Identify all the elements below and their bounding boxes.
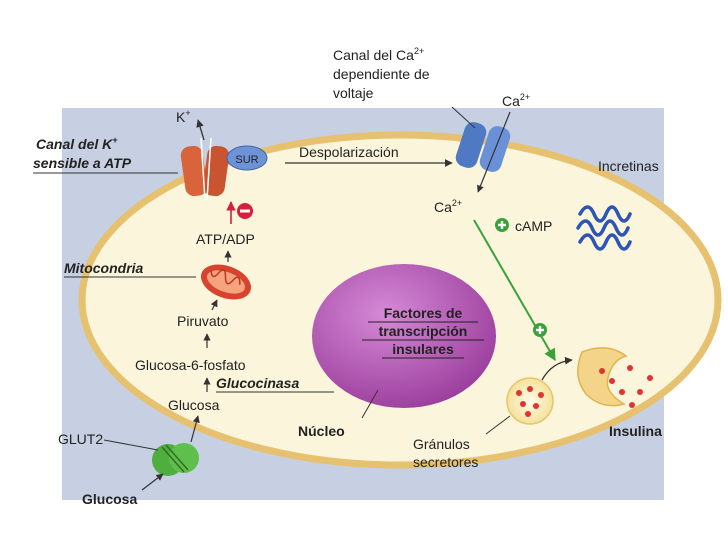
- pyruvate-arrow: [210, 299, 218, 311]
- incretin-receptor: [576, 205, 632, 251]
- sur-subunit: [226, 145, 268, 171]
- granule-insulin-dots: [516, 386, 544, 417]
- sur-label: SUR: [235, 154, 258, 166]
- tf-label-3: insulares: [392, 341, 454, 357]
- granules-label-2: secretores: [413, 454, 478, 470]
- k-channel-label-1: Canal del K+: [36, 135, 118, 152]
- tf-label-1: Factores de: [384, 305, 463, 321]
- ca-outside-label: Ca2+: [502, 92, 530, 109]
- glucose-out-label: Glucosa: [82, 491, 137, 507]
- granules-leader: [485, 415, 511, 435]
- mitochondria-label: Mitocondria: [64, 260, 144, 276]
- ca-channel-label-2: dependiente de: [333, 66, 430, 82]
- nucleus-label: Núcleo: [298, 423, 345, 439]
- mitochondria: [200, 264, 252, 300]
- insulin-label: Insulina: [609, 423, 662, 439]
- glut2-to-glucose-arrow: [190, 415, 200, 443]
- glucose-uptake-arrow: [141, 473, 164, 491]
- ca-channel-leader: [451, 106, 476, 129]
- granules-label-1: Gránulos: [413, 436, 470, 452]
- tf-label-2: transcripción: [379, 323, 468, 339]
- g6p-label: Glucosa-6-fosfato: [135, 357, 246, 373]
- k-channel-label-2: sensible a ATP: [33, 155, 132, 171]
- incretins-label: Incretinas: [598, 158, 659, 174]
- glut2-leader: [103, 439, 159, 451]
- camp-plus-v: [500, 221, 504, 229]
- glut2-transporter: [152, 443, 199, 476]
- exocytosis-pocket: [577, 347, 628, 407]
- k-ion-label: K+: [176, 108, 191, 125]
- nucleus-leader: [361, 389, 379, 419]
- ca-channel-label-3: voltaje: [333, 85, 374, 101]
- ca-inside-label: Ca2+: [434, 198, 462, 215]
- glut2-label: GLUT2: [58, 431, 103, 447]
- glucose-in-label: Glucosa: [168, 397, 220, 413]
- atp-adp-label: ATP/ADP: [196, 231, 255, 247]
- granule-to-membrane-arrow: [541, 356, 573, 381]
- secretion-plus-v: [538, 326, 542, 334]
- depolarization-label: Despolarización: [299, 144, 399, 160]
- released-insulin: [599, 365, 653, 408]
- nucleus: [312, 264, 496, 408]
- ca-channel-label-1: Canal del Ca2+: [333, 46, 424, 63]
- pyruvate-label: Piruvato: [177, 313, 229, 329]
- minus-bar: [240, 209, 250, 213]
- camp-label: cAMP: [515, 218, 552, 234]
- ca-influx-arrow: [477, 111, 511, 193]
- k-atp-channel: [180, 137, 230, 201]
- secretory-granule: [506, 377, 554, 425]
- k-efflux-arrow: [196, 119, 205, 141]
- glucokinase-label: Glucocinasa: [216, 375, 299, 391]
